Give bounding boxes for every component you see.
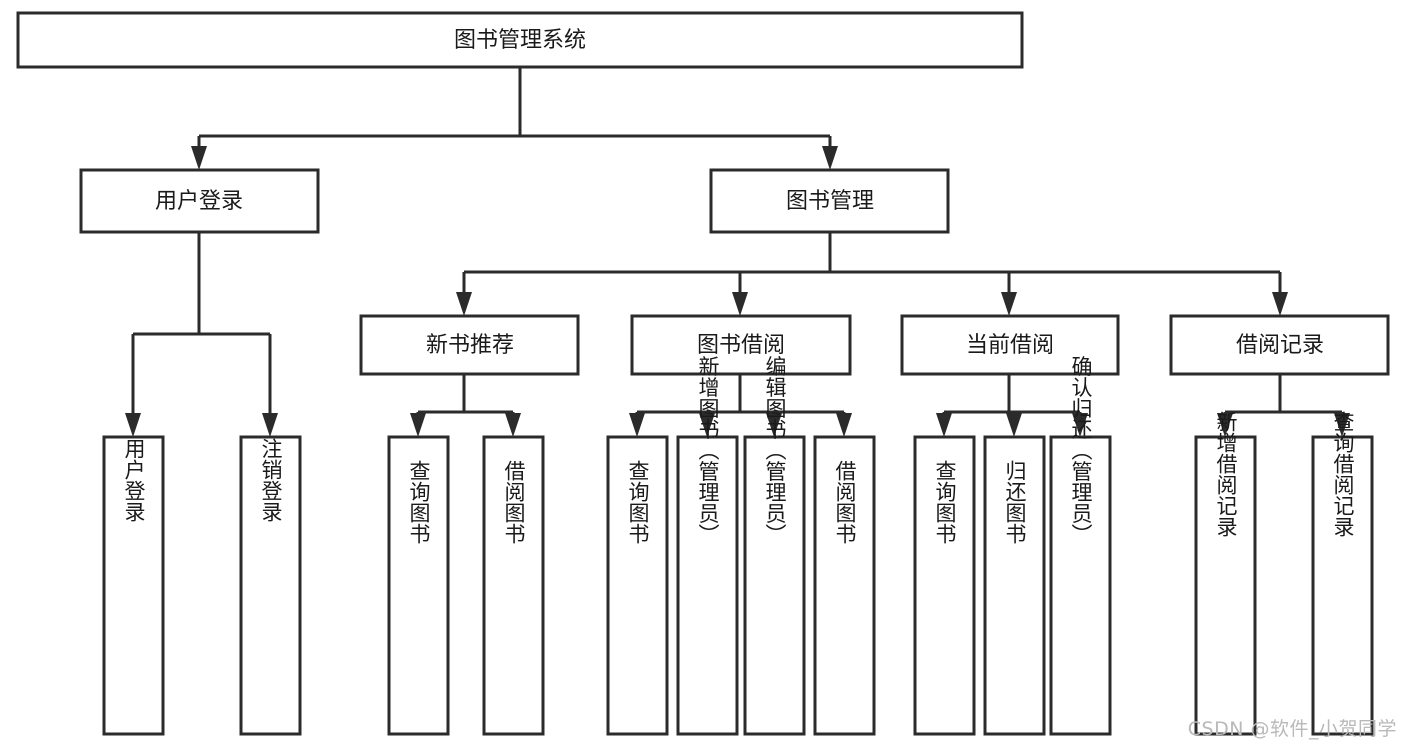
node-book-management[interactable]: 图书管理 xyxy=(709,168,950,234)
connector-group-book-management xyxy=(456,232,1288,316)
leaf-query-book-2[interactable]: 查询图书 xyxy=(606,435,669,736)
leaf-query-book-3-label: 查询图书 xyxy=(933,460,957,544)
node-new-book-recommend-box[interactable] xyxy=(359,314,580,376)
arrow-head-leaf-borrow-book-2 xyxy=(836,413,852,437)
arrow-head-leaf-confirm-return xyxy=(1072,413,1088,437)
leaf-query-record-label: 查询借阅记录 xyxy=(1331,411,1355,537)
node-borrow-record[interactable]: 借阅记录 xyxy=(1169,314,1390,376)
leaf-return-book-box[interactable] xyxy=(983,435,1046,736)
node-current-borrow-label: 当前借阅 xyxy=(966,333,1054,358)
node-book-management-box[interactable] xyxy=(709,168,950,234)
arrow-head-book-management xyxy=(822,146,838,170)
leaf-confirm-return[interactable]: 确认归还（管理员） xyxy=(1049,356,1112,736)
node-root[interactable]: 图书管理系统 xyxy=(16,11,1024,69)
connector-group-current-borrow xyxy=(936,374,1088,437)
connector-group-user-login xyxy=(125,232,278,437)
leaf-user-login-box[interactable] xyxy=(102,435,165,736)
arrow-head-leaf-add-book xyxy=(699,413,715,437)
leaf-logout-login[interactable]: 注销登录 xyxy=(239,435,302,736)
leaf-query-record[interactable]: 查询借阅记录 xyxy=(1311,411,1374,736)
leaf-add-book[interactable]: 新增图书（管理员） xyxy=(676,356,739,736)
leaf-confirm-return-box[interactable] xyxy=(1049,435,1112,736)
arrow-head-leaf-borrow-book-1 xyxy=(505,413,521,437)
node-new-book-recommend-label: 新书推荐 xyxy=(426,333,514,358)
leaf-edit-book-box[interactable] xyxy=(743,435,806,736)
leaf-borrow-book-1-box[interactable] xyxy=(482,435,545,736)
leaf-borrow-book-2-label: 借阅图书 xyxy=(833,460,857,544)
node-borrow-record-box[interactable] xyxy=(1169,314,1390,376)
node-root-label: 图书管理系统 xyxy=(454,28,586,53)
arrow-head-leaf-query-record xyxy=(1334,413,1350,437)
leaf-borrow-book-1-label: 借阅图书 xyxy=(502,460,526,544)
node-user-login-box[interactable] xyxy=(79,168,320,234)
leaf-query-book-3-box[interactable] xyxy=(913,435,976,736)
leaf-borrow-book-1[interactable]: 借阅图书 xyxy=(482,435,545,736)
arrow-head-current-borrow xyxy=(1001,292,1017,316)
leaf-query-book-1-label: 查询图书 xyxy=(407,460,431,544)
leaf-add-record[interactable]: 新增借阅记录 xyxy=(1194,411,1257,736)
leaf-query-book-3[interactable]: 查询图书 xyxy=(913,435,976,736)
node-book-borrow-box[interactable] xyxy=(630,314,852,376)
arrow-head-leaf-query-book-3 xyxy=(936,413,952,437)
leaf-confirm-return-label: 确认归还（管理员） xyxy=(1069,356,1093,545)
arrow-head-user-login xyxy=(191,146,207,170)
leaf-query-book-1-box[interactable] xyxy=(387,435,450,736)
arrow-head-leaf-query-book-1 xyxy=(410,413,426,437)
connector-group-root xyxy=(191,67,838,170)
node-root-box[interactable] xyxy=(16,11,1024,69)
leaf-user-login-label: 用户登录 xyxy=(122,438,146,522)
arrow-head-leaf-edit-book xyxy=(766,413,782,437)
leaf-return-book[interactable]: 归还图书 xyxy=(983,435,1046,736)
node-borrow-record-label: 借阅记录 xyxy=(1236,333,1324,358)
arrow-head-leaf-return-book xyxy=(1006,413,1022,437)
connector-group-book-borrow xyxy=(629,374,852,437)
node-book-borrow[interactable]: 图书借阅 xyxy=(630,314,852,376)
leaf-logout-login-label: 注销登录 xyxy=(259,438,283,522)
arrow-head-book-borrow xyxy=(732,292,748,316)
leaf-query-book-2-label: 查询图书 xyxy=(626,460,650,544)
arrow-head-leaf-logout-login xyxy=(262,413,278,437)
arrow-head-borrow-record xyxy=(1272,292,1288,316)
leaf-add-book-label: 新增图书（管理员） xyxy=(696,356,720,545)
leaf-return-book-label: 归还图书 xyxy=(1003,460,1027,544)
leaf-query-book-1[interactable]: 查询图书 xyxy=(387,435,450,736)
leaf-add-record-label: 新增借阅记录 xyxy=(1214,411,1238,537)
node-user-login[interactable]: 用户登录 xyxy=(79,168,320,234)
node-current-borrow-box[interactable] xyxy=(900,314,1120,376)
node-new-book-recommend[interactable]: 新书推荐 xyxy=(359,314,580,376)
leaf-borrow-book-2[interactable]: 借阅图书 xyxy=(813,435,876,736)
node-book-management-label: 图书管理 xyxy=(786,189,874,214)
arrow-head-leaf-add-record xyxy=(1217,413,1233,437)
node-user-login-label: 用户登录 xyxy=(155,189,243,214)
connector-group-new-book-recommend xyxy=(410,374,521,437)
arrow-head-new-book-recommend xyxy=(456,292,472,316)
leaf-logout-login-box[interactable] xyxy=(239,435,302,736)
arrow-head-leaf-query-book-2 xyxy=(629,413,645,437)
leaf-query-book-2-box[interactable] xyxy=(606,435,669,736)
leaf-edit-book-label: 编辑图书（管理员） xyxy=(763,356,787,545)
leaf-query-record-box[interactable] xyxy=(1311,435,1374,736)
leaf-borrow-book-2-box[interactable] xyxy=(813,435,876,736)
connector-group-borrow-record xyxy=(1217,374,1350,437)
leaf-add-record-box[interactable] xyxy=(1194,435,1257,736)
leaf-edit-book[interactable]: 编辑图书（管理员） xyxy=(743,356,806,736)
arrow-head-leaf-user-login xyxy=(125,413,141,437)
leaf-add-book-box[interactable] xyxy=(676,435,739,736)
leaf-user-login[interactable]: 用户登录 xyxy=(102,435,165,736)
node-book-borrow-label: 图书借阅 xyxy=(697,333,785,358)
node-current-borrow[interactable]: 当前借阅 xyxy=(900,314,1120,376)
